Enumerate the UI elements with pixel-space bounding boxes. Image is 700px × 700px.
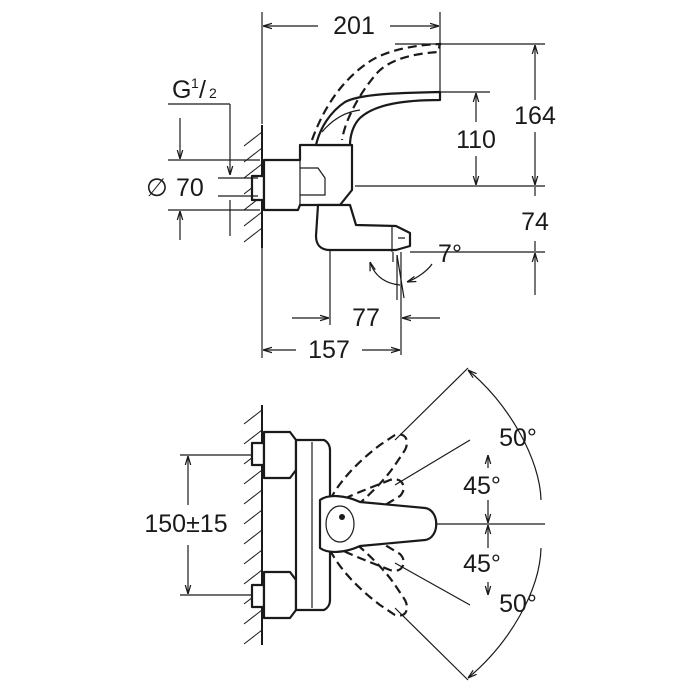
union-top bbox=[262, 430, 298, 480]
mixer-body-side bbox=[262, 143, 354, 212]
side-view: 201 164 110 74 7° 77 157 bbox=[146, 12, 556, 364]
thread-label: G 1 / 2 bbox=[172, 75, 217, 104]
dim-70: 70 bbox=[176, 174, 204, 202]
lever-pos-50-bottom bbox=[329, 534, 409, 617]
lever-handle-top bbox=[318, 495, 438, 553]
angle-45-bottom: 45° bbox=[463, 550, 501, 578]
dim-7deg: 7° bbox=[438, 240, 462, 268]
dim-77: 77 bbox=[352, 304, 380, 332]
angle-45-top: 45° bbox=[463, 472, 501, 500]
svg-text:1: 1 bbox=[191, 75, 199, 91]
lever-pos-50-top bbox=[329, 433, 409, 516]
top-view: 150±15 50° 45° 45° 50° bbox=[144, 367, 545, 681]
wall-top bbox=[243, 405, 263, 645]
dim-164: 164 bbox=[514, 102, 556, 130]
angle-50-top: 50° bbox=[499, 424, 537, 452]
angle-50-bottom: 50° bbox=[499, 590, 537, 618]
inlet-top bbox=[250, 441, 266, 467]
svg-text:/: / bbox=[199, 76, 206, 104]
mixer-body-top bbox=[294, 438, 332, 612]
dim-150: 150±15 bbox=[144, 510, 227, 538]
dim-110: 110 bbox=[456, 126, 496, 154]
svg-text:G: G bbox=[172, 76, 191, 104]
spout-side bbox=[314, 203, 412, 252]
dim-157: 157 bbox=[308, 336, 350, 364]
svg-text:2: 2 bbox=[209, 85, 217, 101]
dim-201: 201 bbox=[333, 12, 375, 40]
dim-74: 74 bbox=[521, 208, 549, 236]
union-bottom bbox=[262, 570, 298, 620]
inlet-bottom bbox=[250, 583, 266, 609]
diameter-symbol: ∅ bbox=[146, 174, 168, 202]
lever-handle-side bbox=[314, 90, 442, 147]
